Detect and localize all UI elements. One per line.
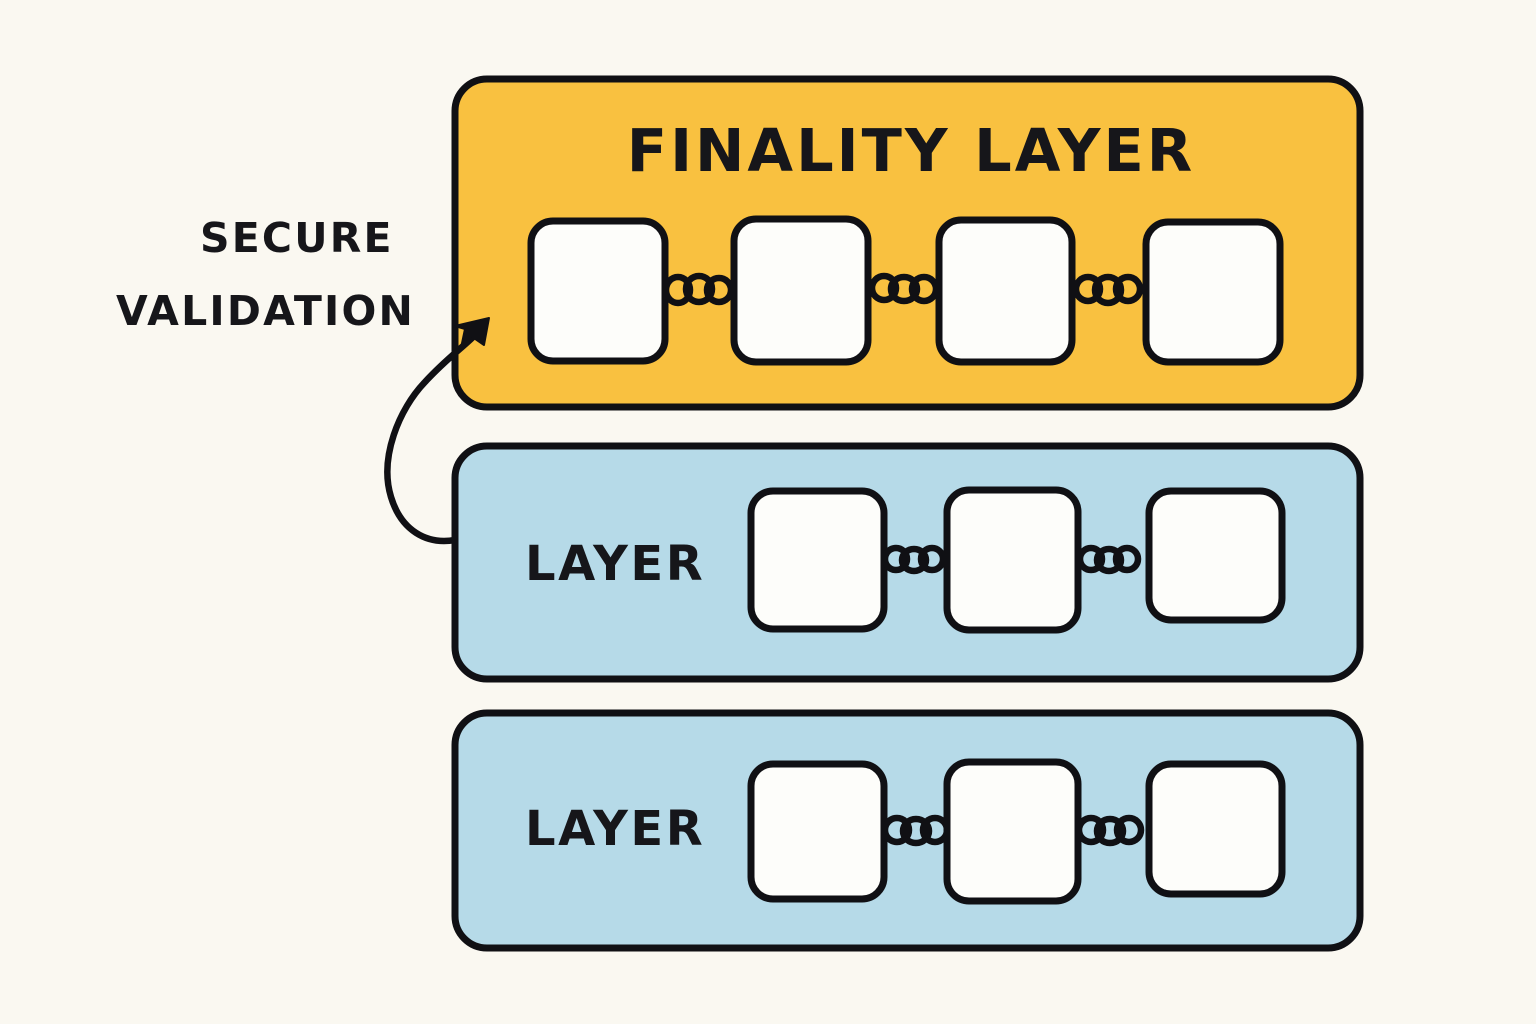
layer-label: LAYER [525, 801, 705, 857]
block[interactable] [730, 215, 872, 366]
block[interactable] [747, 760, 888, 903]
chain-link-icon [881, 544, 947, 575]
layer-panel-middle[interactable]: LAYER [451, 442, 1364, 683]
chain-link-icon [1076, 544, 1142, 575]
layer-label: LAYER [525, 536, 705, 592]
chain-link-icon [1075, 814, 1145, 847]
finality-layer-title: FINALITY LAYER [627, 116, 1195, 185]
block[interactable] [1145, 760, 1286, 898]
block[interactable] [527, 217, 669, 365]
callout-line-2: VALIDATION [116, 287, 415, 335]
block[interactable] [747, 487, 888, 633]
block[interactable] [1142, 218, 1284, 366]
layer-panel-bottom[interactable]: LAYER [451, 709, 1364, 952]
finality-layer-panel[interactable]: FINALITY LAYER [451, 75, 1364, 411]
callout-arrowhead-icon [454, 317, 490, 349]
secure-validation-callout[interactable]: SECURE VALIDATION [116, 214, 490, 545]
callout-leader-line [384, 329, 481, 545]
chain-link-icon [1072, 273, 1144, 307]
finality-layer-panel-body[interactable] [451, 75, 1364, 411]
block[interactable] [943, 486, 1082, 634]
block[interactable] [943, 758, 1082, 905]
block[interactable] [1145, 487, 1286, 624]
block[interactable] [935, 216, 1076, 366]
callout-line-1: SECURE [200, 214, 394, 262]
